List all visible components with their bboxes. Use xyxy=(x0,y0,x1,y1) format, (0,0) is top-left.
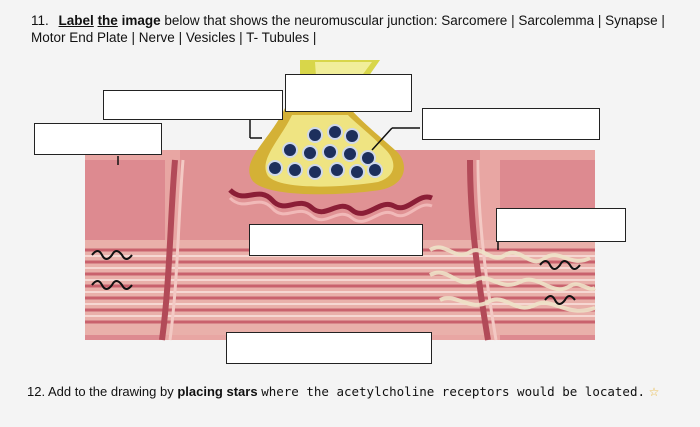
connective-fibers xyxy=(91,250,581,305)
question-12: 12. Add to the drawing by placing stars … xyxy=(27,382,667,402)
instruction-text: below that shows the neuromuscular junct… xyxy=(164,13,438,28)
label-box-1[interactable] xyxy=(103,90,283,120)
instruction-image-word: image xyxy=(121,13,161,28)
label-box-4[interactable] xyxy=(422,108,600,140)
junctional-folds-inner xyxy=(228,196,433,223)
label-box-7[interactable] xyxy=(226,332,432,364)
sarcoplasmic-reticulum xyxy=(428,245,596,313)
instruction-label-word: Label xyxy=(58,13,94,28)
star-icon: ☆ xyxy=(648,385,660,399)
label-box-2[interactable] xyxy=(285,74,412,112)
instruction-the-word: the xyxy=(97,13,118,28)
question-bold-text: placing stars xyxy=(177,384,258,399)
question-mono-text: where the acetylcholine receptors would … xyxy=(261,384,645,399)
label-box-3[interactable] xyxy=(34,123,162,155)
label-box-6[interactable] xyxy=(249,224,423,256)
myofibril-stripes xyxy=(85,248,595,324)
word-bank-line-2: Motor End Plate | Nerve | Vesicles | T- … xyxy=(31,30,317,45)
synaptic-vesicles xyxy=(267,124,383,180)
word-bank-line-1: Sarcomere | Sarcolemma | Synapse | xyxy=(441,13,665,28)
junctional-folds xyxy=(228,188,433,216)
question-text: Add to the drawing by xyxy=(47,384,174,399)
question-number: 11. xyxy=(31,13,49,28)
label-box-5[interactable] xyxy=(496,208,626,242)
leader-lines xyxy=(117,120,499,250)
t-tubule-highlights xyxy=(168,159,498,341)
question-number: 12. xyxy=(27,384,46,399)
question-11: 11. Label the image below that shows the… xyxy=(31,12,691,46)
